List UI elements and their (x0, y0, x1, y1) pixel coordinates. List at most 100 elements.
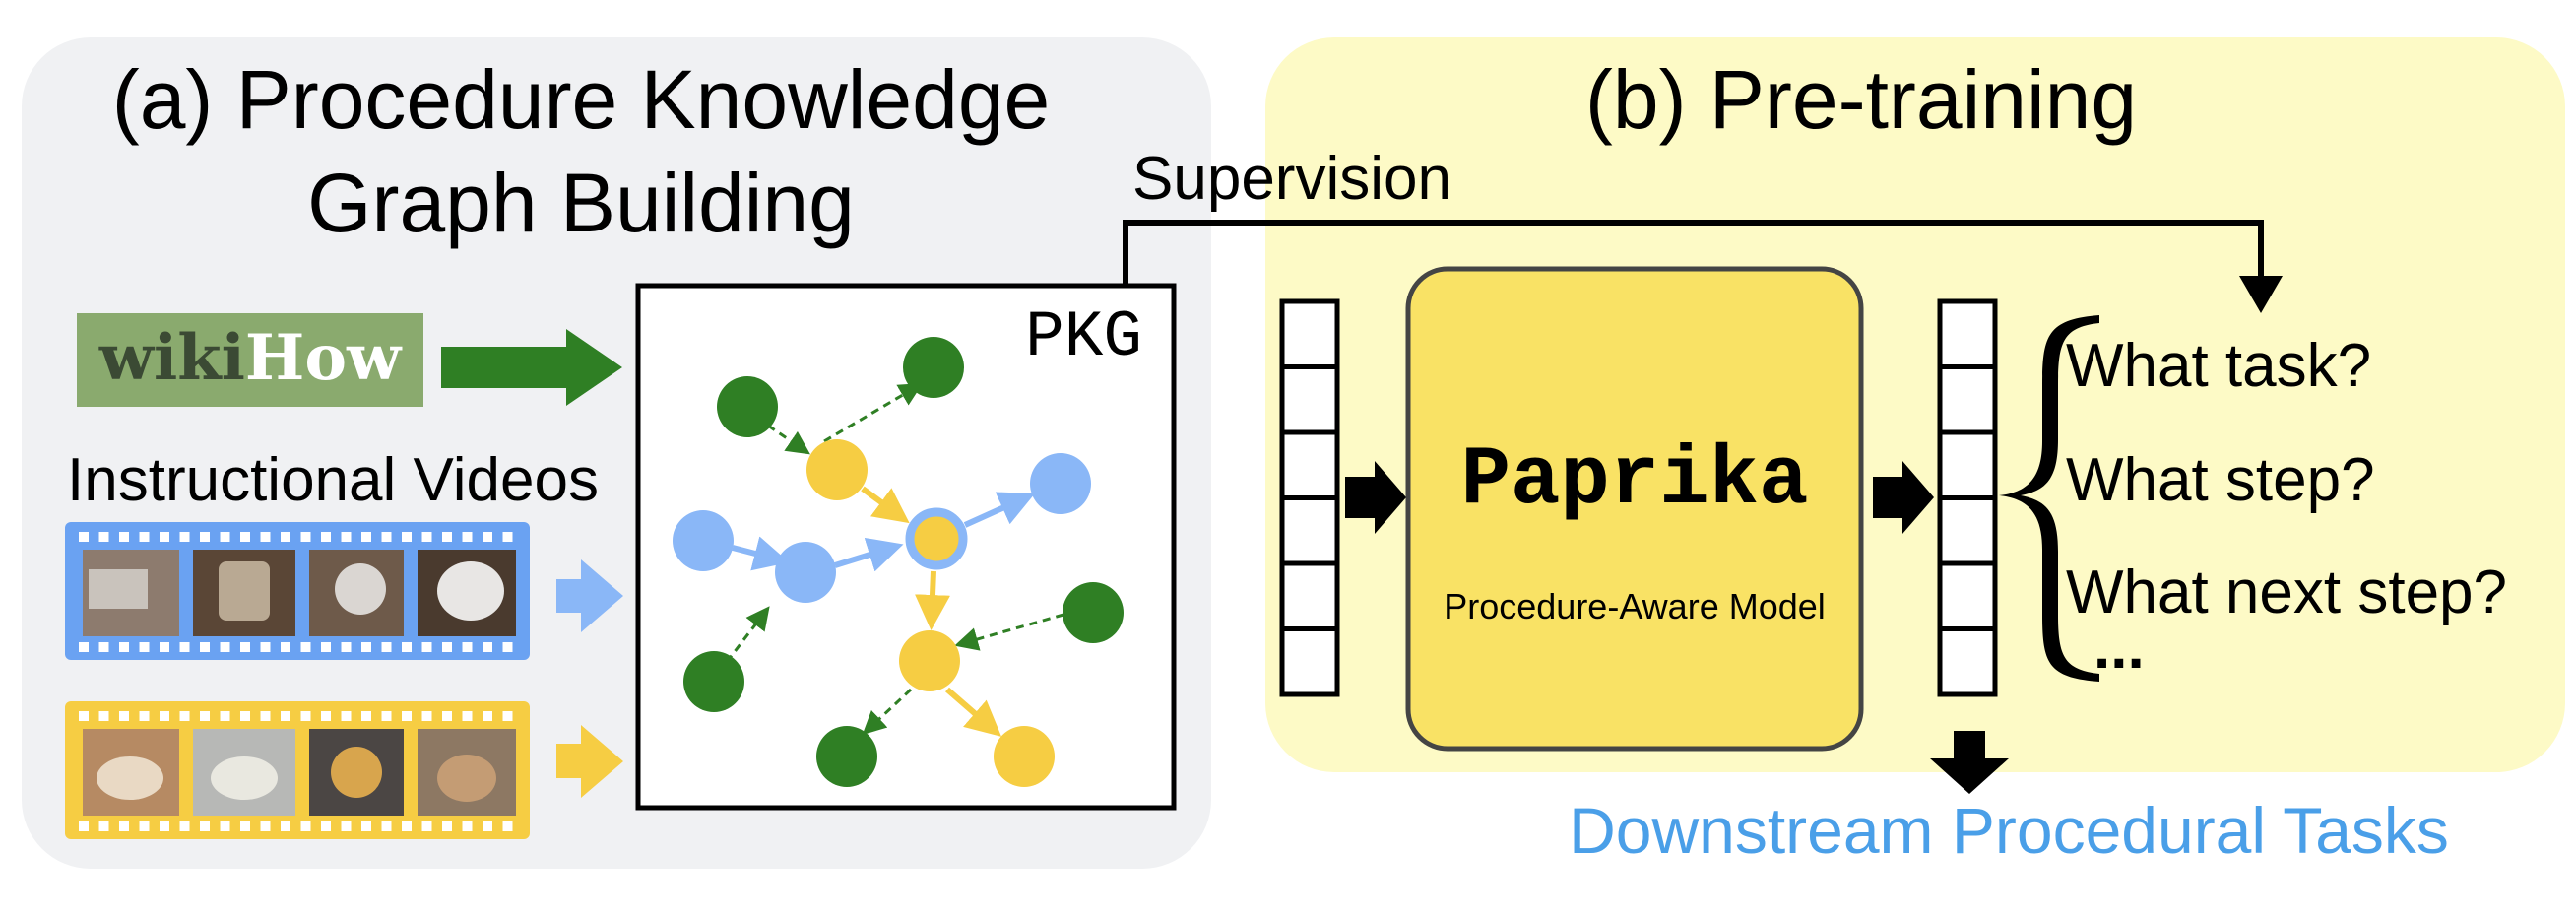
filmstrip-hole (240, 642, 250, 652)
graph-node-green (903, 337, 964, 398)
filmstrip-hole (139, 642, 150, 652)
filmstrip-hole (483, 821, 492, 831)
filmstrip-hole (462, 642, 473, 652)
filmstrip-hole (381, 821, 392, 831)
filmstrip-hole (421, 532, 432, 542)
filmstrip-hole (179, 642, 190, 652)
filmstrip-hole (220, 642, 230, 652)
graph-node-blue (775, 542, 836, 603)
supervision-path (1123, 220, 2264, 286)
filmstrip-hole (462, 532, 473, 542)
filmstrip-hole (160, 532, 169, 542)
graph-edge (834, 537, 904, 572)
filmstrip-hole (402, 642, 412, 652)
token-cell (1937, 364, 1998, 435)
filmstrip-hole (260, 821, 271, 831)
graph-edge (915, 570, 950, 630)
token-cell (1937, 626, 1998, 697)
model-to-output-arrow (1873, 461, 1934, 534)
filmstrip-hole (98, 711, 109, 721)
filmstrip-hole (281, 532, 290, 542)
graph-node-highlighted (905, 507, 968, 570)
filmstrip-hole (483, 642, 492, 652)
filmstrip-hole (160, 642, 169, 652)
filmstrip-hole (421, 642, 432, 652)
filmstrip-hole (160, 711, 169, 721)
graph-node-green (717, 376, 778, 437)
filmstrip-hole (361, 642, 371, 652)
question-what-task: What task? (2066, 332, 2371, 400)
filmstrip-hole (462, 711, 473, 721)
filmstrip-hole (281, 642, 290, 652)
panel-a-title-line2: Graph Building (307, 157, 855, 249)
filmstrip-hole (139, 532, 150, 542)
filmstrip-hole (483, 711, 492, 721)
filmstrip-hole (79, 642, 89, 652)
supervision-label: Supervision (1132, 145, 1451, 213)
wikihow-logo: wikiHow (77, 313, 423, 407)
token-cell (1937, 429, 1998, 500)
filmstrip-hole (300, 711, 311, 721)
filmstrip-hole (421, 711, 432, 721)
filmstrip-hole (119, 642, 129, 652)
input-to-model-arrow (1345, 461, 1406, 534)
yellow-video-filmstrip (65, 701, 530, 839)
filmstrip-hole (381, 532, 392, 542)
graph-node-yellow (899, 630, 960, 691)
filmstrip-hole (119, 821, 129, 831)
token-cell (1279, 298, 1340, 369)
filmstrip-hole (462, 821, 473, 831)
graph-node-blue (673, 510, 734, 571)
filmstrip-hole (200, 642, 210, 652)
graph-edge (732, 536, 790, 571)
graph-edge (725, 606, 770, 663)
filmstrip-hole (260, 642, 271, 652)
graph-edge (861, 486, 910, 524)
filmstrip-hole (79, 821, 89, 831)
filmstrip-hole (341, 821, 352, 831)
filmstrip-hole (361, 711, 371, 721)
filmstrip-hole (402, 821, 412, 831)
filmstrip-hole (240, 821, 250, 831)
filmstrip-perforations (79, 711, 513, 831)
filmstrip-hole (119, 532, 129, 542)
wikihow-logo-how: How (245, 321, 403, 395)
filmstrip-hole (220, 711, 230, 721)
graph-node-green (683, 651, 744, 712)
filmstrip-hole (240, 532, 250, 542)
filmstrip-hole (321, 642, 331, 652)
graph-edge (945, 687, 1002, 737)
pkg-graph-edges (725, 382, 1064, 737)
filmstrip-hole (260, 532, 271, 542)
filmstrip-hole (79, 711, 89, 721)
filmstrip-hole (442, 532, 452, 542)
downstream-arrow (1930, 731, 2009, 794)
filmstrip-hole (442, 821, 452, 831)
token-cell (1279, 495, 1340, 566)
wikihow-to-pkg-arrow (441, 329, 622, 406)
pkg-graph-nodes (673, 337, 1124, 787)
filmstrip-hole (200, 532, 210, 542)
graph-edge (862, 688, 913, 736)
filmstrip-hole (442, 642, 452, 652)
question-what-step: What step? (2066, 446, 2375, 514)
filmstrip-hole (502, 642, 513, 652)
filmstrip-hole (341, 532, 352, 542)
filmstrip-hole (300, 532, 311, 542)
output-token-column (1937, 298, 1998, 697)
filmstrip-hole (200, 711, 210, 721)
filmstrip-hole (179, 532, 190, 542)
token-cell (1279, 560, 1340, 631)
graph-node-green (816, 726, 877, 787)
filmstrip-hole (321, 532, 331, 542)
filmstrip-hole (260, 711, 271, 721)
graph-edge (767, 424, 810, 455)
yellow-video-to-pkg-arrow (556, 725, 623, 798)
token-cell (1937, 560, 1998, 631)
token-cell (1937, 298, 1998, 369)
token-cell (1937, 495, 1998, 566)
graph-edge (823, 382, 924, 443)
filmstrip-hole (402, 711, 412, 721)
filmstrip-hole (119, 711, 129, 721)
blue-video-filmstrip (65, 522, 530, 660)
